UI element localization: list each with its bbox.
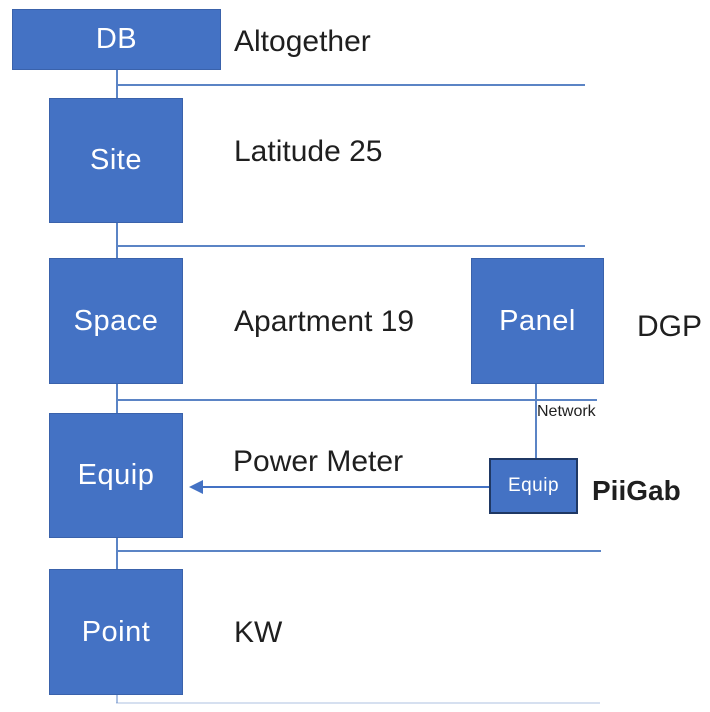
connector-row-point — [116, 702, 600, 704]
connector-row-site — [116, 245, 585, 247]
space-annotation: Apartment 19 — [234, 305, 415, 338]
db-annotation: Altogether — [234, 25, 371, 58]
left-arrowhead-icon — [189, 480, 203, 494]
connector-row-db — [116, 84, 585, 86]
piigab-equip-node-label: Equip — [507, 475, 560, 496]
connector-equip-point — [116, 538, 118, 570]
panel-node-label: Panel — [499, 304, 576, 337]
connector-row-space — [116, 399, 597, 401]
equip-annotation: Power Meter — [233, 445, 404, 478]
point-node: Point — [49, 569, 183, 695]
equip-node: Equip — [49, 413, 183, 538]
connector-site-space — [116, 223, 118, 259]
equip-node-label: Equip — [77, 459, 155, 491]
site-node: Site — [49, 98, 183, 223]
db-node-label: DB — [95, 23, 138, 55]
connector-point-bottom — [116, 695, 118, 703]
network-edge-label: Network — [537, 403, 596, 420]
site-node-label: Site — [90, 144, 142, 176]
connector-row-equip — [116, 550, 601, 552]
panel-node: Panel — [471, 258, 604, 384]
space-node-label: Space — [73, 304, 159, 337]
equip-arrow-line — [200, 486, 489, 488]
site-annotation: Latitude 25 — [234, 135, 383, 168]
db-node: DB — [12, 9, 221, 70]
point-annotation: KW — [234, 616, 283, 649]
space-node: Space — [49, 258, 183, 384]
point-node-label: Point — [81, 615, 151, 648]
connector-panel-network — [535, 384, 537, 459]
panel-annotation: DGP — [637, 310, 703, 343]
piigab-equip-node: Equip — [489, 458, 578, 514]
piigab-annotation: PiiGab — [592, 475, 681, 506]
